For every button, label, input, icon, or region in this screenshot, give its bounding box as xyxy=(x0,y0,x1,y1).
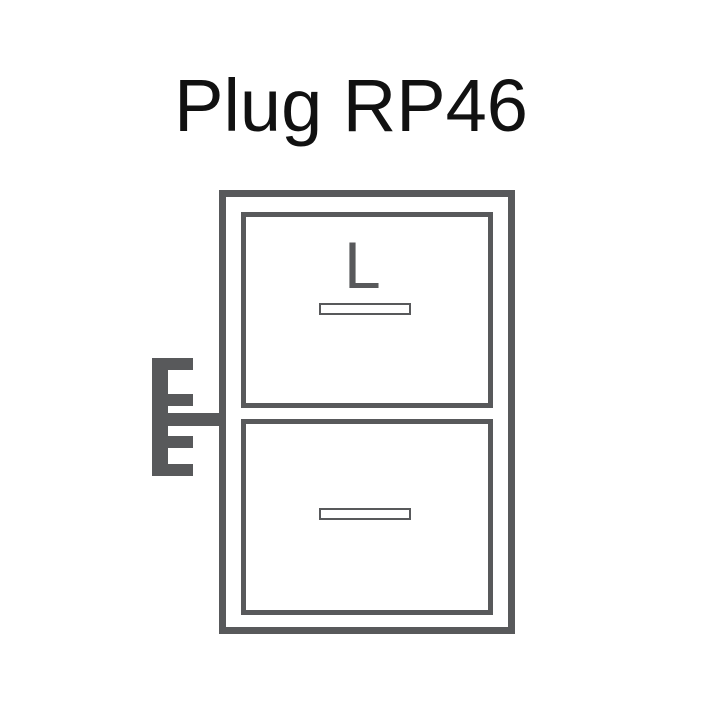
drawer-label: L xyxy=(344,228,381,302)
lock-plug-shape xyxy=(152,358,226,476)
lock-plug-icon xyxy=(152,358,226,476)
drawer-handle-icon xyxy=(319,303,411,315)
drawer-handle-icon xyxy=(319,508,411,520)
diagram-title: Plug RP46 xyxy=(174,64,528,147)
